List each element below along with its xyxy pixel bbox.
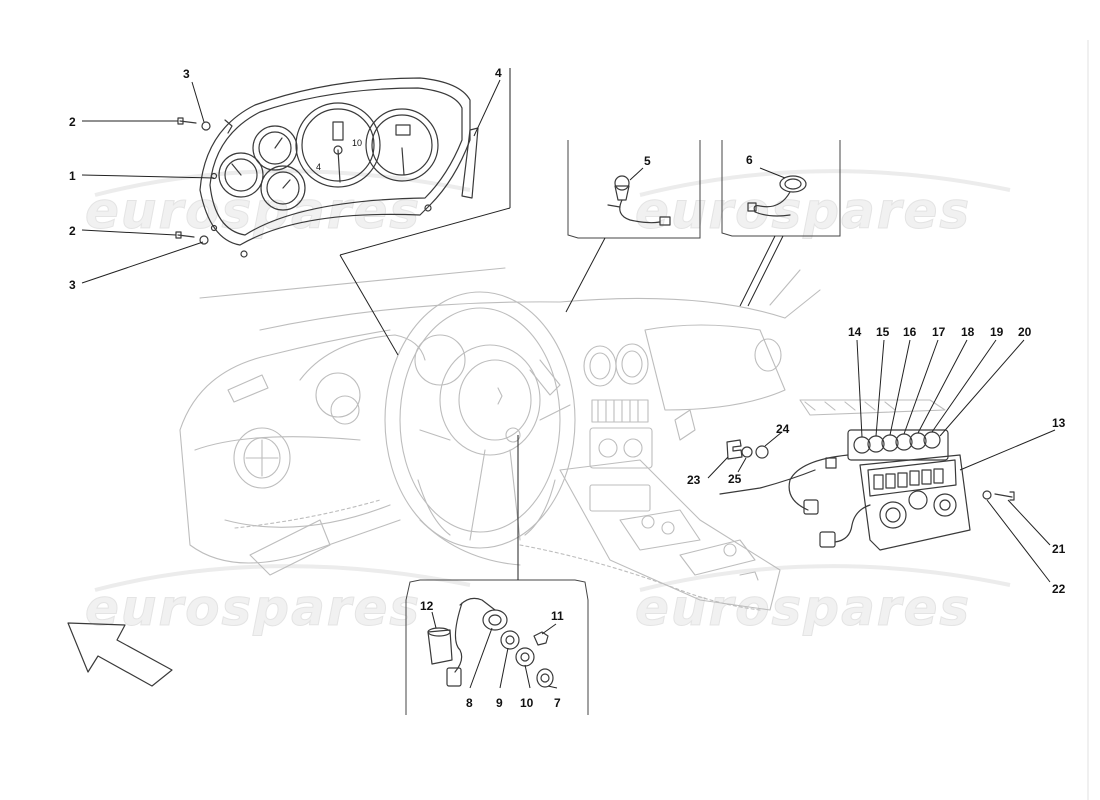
lens-strip (461, 127, 479, 199)
callout-23: 23 (687, 473, 701, 487)
switch-panel (719, 399, 1015, 551)
callout-15: 15 (876, 325, 890, 339)
callout-7: 7 (554, 696, 561, 710)
connector-12 (427, 629, 453, 665)
callout-8: 8 (466, 696, 473, 710)
cluster-callout-leaders (81, 79, 501, 284)
switch-row (847, 429, 949, 461)
sensor-6 (779, 175, 807, 193)
callout-17: 17 (932, 325, 946, 339)
screw-bottom-left (210, 224, 218, 232)
screws-washers (175, 117, 211, 245)
callout-18: 18 (961, 325, 975, 339)
inset-sensor-5 (565, 140, 701, 313)
water-gauge (252, 125, 298, 171)
washer-3-upper (201, 121, 211, 131)
callout-1: 1 (69, 169, 76, 183)
screw-21 (994, 491, 1015, 501)
tacho-digit: 4 (316, 162, 321, 172)
watermark-group: eurospares eurospares eurospares eurospa… (85, 169, 1011, 638)
washer-25 (741, 446, 753, 458)
watermark-top-right: eurospares (635, 182, 971, 240)
connector-harness (819, 531, 836, 548)
knob-24 (755, 445, 769, 459)
left-vent (233, 427, 291, 489)
center-vent-right (615, 343, 649, 385)
callout-5: 5 (644, 154, 651, 168)
speedometer (365, 108, 439, 182)
screw-2-upper (177, 117, 197, 125)
callout-3-lower: 3 (69, 278, 76, 292)
callout-2-lower: 2 (69, 224, 76, 238)
center-vent-left (583, 345, 617, 387)
fuel-gauge (260, 165, 306, 211)
callout-13: 13 (1052, 416, 1066, 430)
cluster-leaders (339, 68, 511, 356)
oil-gauge (218, 152, 264, 198)
nut-11 (533, 631, 549, 646)
inset-sensor-6 (721, 140, 841, 307)
callout-10: 10 (520, 696, 534, 710)
watermark-top-left: eurospares (85, 182, 421, 240)
callout-6: 6 (746, 153, 753, 167)
callout-3-upper: 3 (183, 67, 190, 81)
callout-25: 25 (728, 472, 742, 486)
callout-labels: 1 2 2 3 3 4 5 6 7 8 9 10 11 12 13 14 15 … (69, 66, 1066, 710)
ring-10 (515, 647, 535, 667)
ignition-switch-8 (482, 609, 508, 631)
screw-top-left (210, 172, 218, 180)
clip-23 (726, 439, 743, 460)
washer-22 (982, 490, 992, 500)
sensor-5 (614, 175, 630, 191)
right-vent (754, 338, 782, 372)
callout-24: 24 (776, 422, 790, 436)
steering-wheel (384, 291, 576, 549)
dashboard-outline (179, 267, 821, 611)
tachometer (295, 102, 381, 188)
callout-21: 21 (1052, 542, 1066, 556)
cap-7 (536, 668, 554, 688)
ring-9 (500, 630, 520, 650)
screw-2-lower (175, 231, 195, 239)
callout-2-upper: 2 (69, 115, 76, 129)
callout-22: 22 (1052, 582, 1066, 596)
callout-16: 16 (903, 325, 917, 339)
watermark-bottom-left: eurospares (85, 579, 421, 637)
front-direction-arrow-icon (67, 622, 173, 687)
callout-20: 20 (1018, 325, 1032, 339)
callout-14: 14 (848, 325, 862, 339)
callout-11: 11 (551, 609, 564, 623)
control-panel-13 (859, 454, 971, 551)
callout-19: 19 (990, 325, 1004, 339)
instrument-cluster: 4 10 (199, 77, 471, 258)
inset-ignition (405, 435, 589, 715)
callout-12: 12 (420, 599, 434, 613)
panel-leaders (707, 339, 1056, 583)
speed-digit: 10 (352, 138, 362, 148)
callout-9: 9 (496, 696, 503, 710)
washer-3-lower (199, 235, 209, 245)
callout-4: 4 (495, 66, 502, 80)
watermark-bottom-right: eurospares (635, 579, 971, 637)
